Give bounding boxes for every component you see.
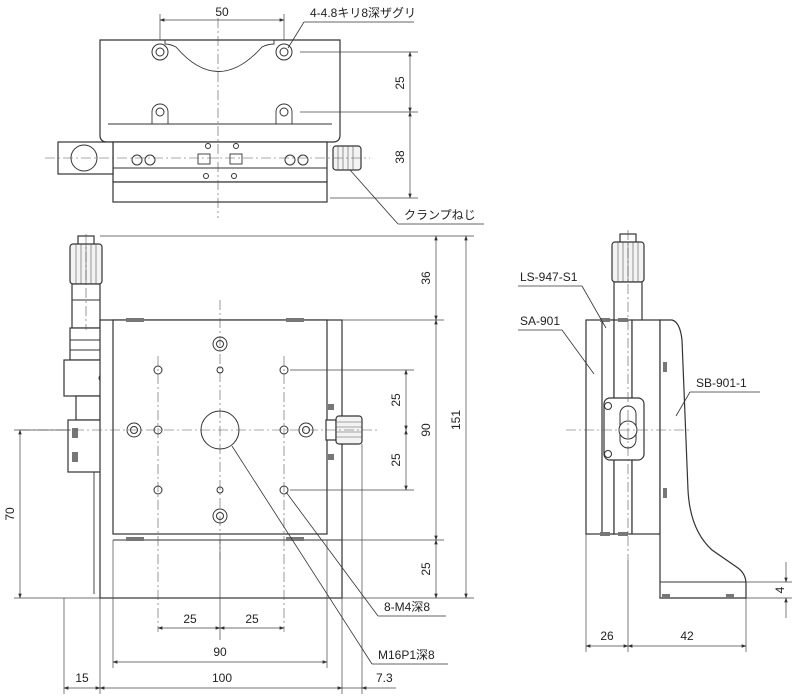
dim-main-25-bottom: 25 xyxy=(419,562,433,576)
dim-main-151: 151 xyxy=(449,410,463,430)
callout-sa901: SA-901 xyxy=(520,314,560,328)
dim-main-100: 100 xyxy=(212,671,232,685)
callout-ls947: LS-947-S1 xyxy=(520,270,578,284)
dim-side-42: 42 xyxy=(680,629,694,643)
dim-main-15: 15 xyxy=(75,671,89,685)
top-view: 50 25 38 4-4.8キリ8深ザグリ クランプねじ xyxy=(45,5,484,225)
dim-top-38: 38 xyxy=(393,150,407,164)
dim-side-26: 26 xyxy=(600,629,614,643)
callout-counterbore: 4-4.8キリ8深ザグリ xyxy=(310,6,416,20)
dim-main-7-3: 7.3 xyxy=(376,671,393,685)
dim-main-25-upper: 25 xyxy=(389,393,403,407)
top-bracket-plate xyxy=(99,39,341,143)
dim-main-90-horizontal: 90 xyxy=(213,645,227,659)
dim-top-width: 50 xyxy=(215,5,229,19)
top-strip-screws xyxy=(131,143,309,179)
side-view: 26 42 4 LS-947-S1 SA-901 SB-901-1 xyxy=(518,230,792,652)
counterbore-holes xyxy=(151,43,293,124)
callout-m4-holes: 8-M4深8 xyxy=(384,600,430,614)
dim-main-25-left: 25 xyxy=(183,612,197,626)
callout-m16-hole: M16P1深8 xyxy=(378,648,435,662)
dim-main-25-right: 25 xyxy=(245,612,259,626)
top-bracket-arc xyxy=(164,40,275,72)
dim-main-70: 70 xyxy=(3,507,17,521)
dim-main-25-lower: 25 xyxy=(389,453,403,467)
dim-main-90-vertical: 90 xyxy=(419,423,433,437)
dim-main-36: 36 xyxy=(419,271,433,285)
dim-side-4: 4 xyxy=(773,586,787,593)
callout-clamp-screw: クランプねじ xyxy=(404,208,476,222)
callout-sb9011: SB-901-1 xyxy=(696,376,747,390)
front-view: 36 25 25 90 151 25 70 25 25 90 100 15 7.… xyxy=(3,234,474,694)
side-angle-bracket xyxy=(659,319,747,599)
dim-top-25: 25 xyxy=(393,76,407,90)
